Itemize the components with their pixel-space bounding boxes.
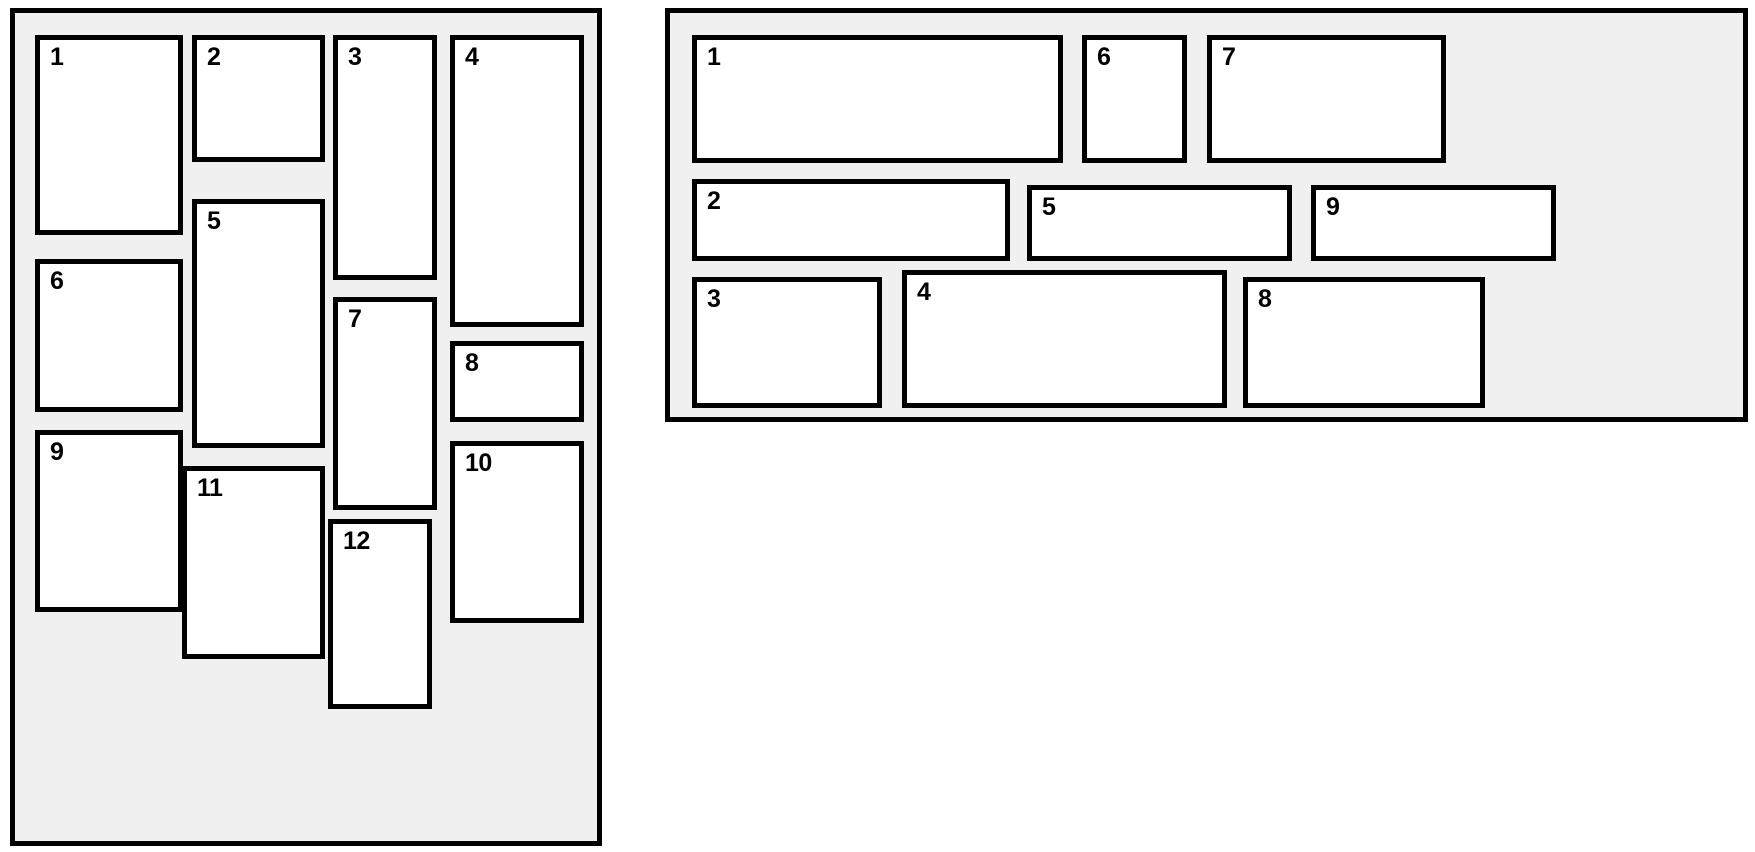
box-label: 7 [348, 305, 362, 333]
box-label: 3 [707, 285, 721, 313]
left-panel: 1 2 3 4 5 6 7 8 9 10 11 12 [10, 8, 602, 846]
box-label: 8 [1258, 285, 1272, 313]
left-panel-box-3[interactable]: 3 [333, 35, 437, 280]
box-label: 2 [707, 187, 721, 215]
right-panel-box-2[interactable]: 2 [692, 179, 1010, 261]
box-label: 5 [1042, 193, 1056, 221]
right-panel-box-7[interactable]: 7 [1207, 35, 1446, 163]
left-panel-box-2[interactable]: 2 [192, 35, 325, 162]
box-label: 2 [207, 43, 221, 71]
right-panel-box-9[interactable]: 9 [1311, 185, 1556, 261]
left-panel-box-12[interactable]: 12 [328, 519, 432, 709]
box-label: 4 [465, 43, 479, 71]
box-label: 11 [197, 474, 223, 502]
left-panel-box-8[interactable]: 8 [450, 341, 584, 422]
right-panel-box-5[interactable]: 5 [1027, 185, 1292, 261]
right-panel: 1 2 3 4 5 6 7 8 9 [665, 8, 1748, 422]
left-panel-box-4[interactable]: 4 [450, 35, 584, 327]
box-label: 6 [1097, 43, 1111, 71]
box-label: 5 [207, 207, 221, 235]
left-panel-box-11[interactable]: 11 [182, 466, 325, 659]
left-panel-box-1[interactable]: 1 [35, 35, 183, 235]
box-label: 10 [465, 449, 492, 477]
box-label: 8 [465, 349, 479, 377]
right-panel-box-8[interactable]: 8 [1243, 277, 1485, 408]
right-panel-box-3[interactable]: 3 [692, 277, 882, 408]
box-label: 12 [343, 527, 370, 555]
box-label: 1 [707, 43, 721, 71]
right-panel-box-1[interactable]: 1 [692, 35, 1063, 163]
left-panel-box-6[interactable]: 6 [35, 259, 183, 412]
box-label: 1 [50, 43, 64, 71]
left-panel-box-9[interactable]: 9 [35, 430, 183, 612]
right-panel-box-4[interactable]: 4 [902, 270, 1227, 408]
left-panel-box-5[interactable]: 5 [192, 199, 325, 448]
left-panel-box-10[interactable]: 10 [450, 441, 584, 623]
box-label: 4 [917, 278, 931, 306]
box-label: 9 [50, 438, 64, 466]
box-label: 7 [1222, 43, 1236, 71]
box-label: 6 [50, 267, 64, 295]
right-panel-box-6[interactable]: 6 [1082, 35, 1187, 163]
box-label: 3 [348, 43, 362, 71]
box-label: 9 [1326, 193, 1340, 221]
left-panel-box-7[interactable]: 7 [333, 297, 437, 510]
